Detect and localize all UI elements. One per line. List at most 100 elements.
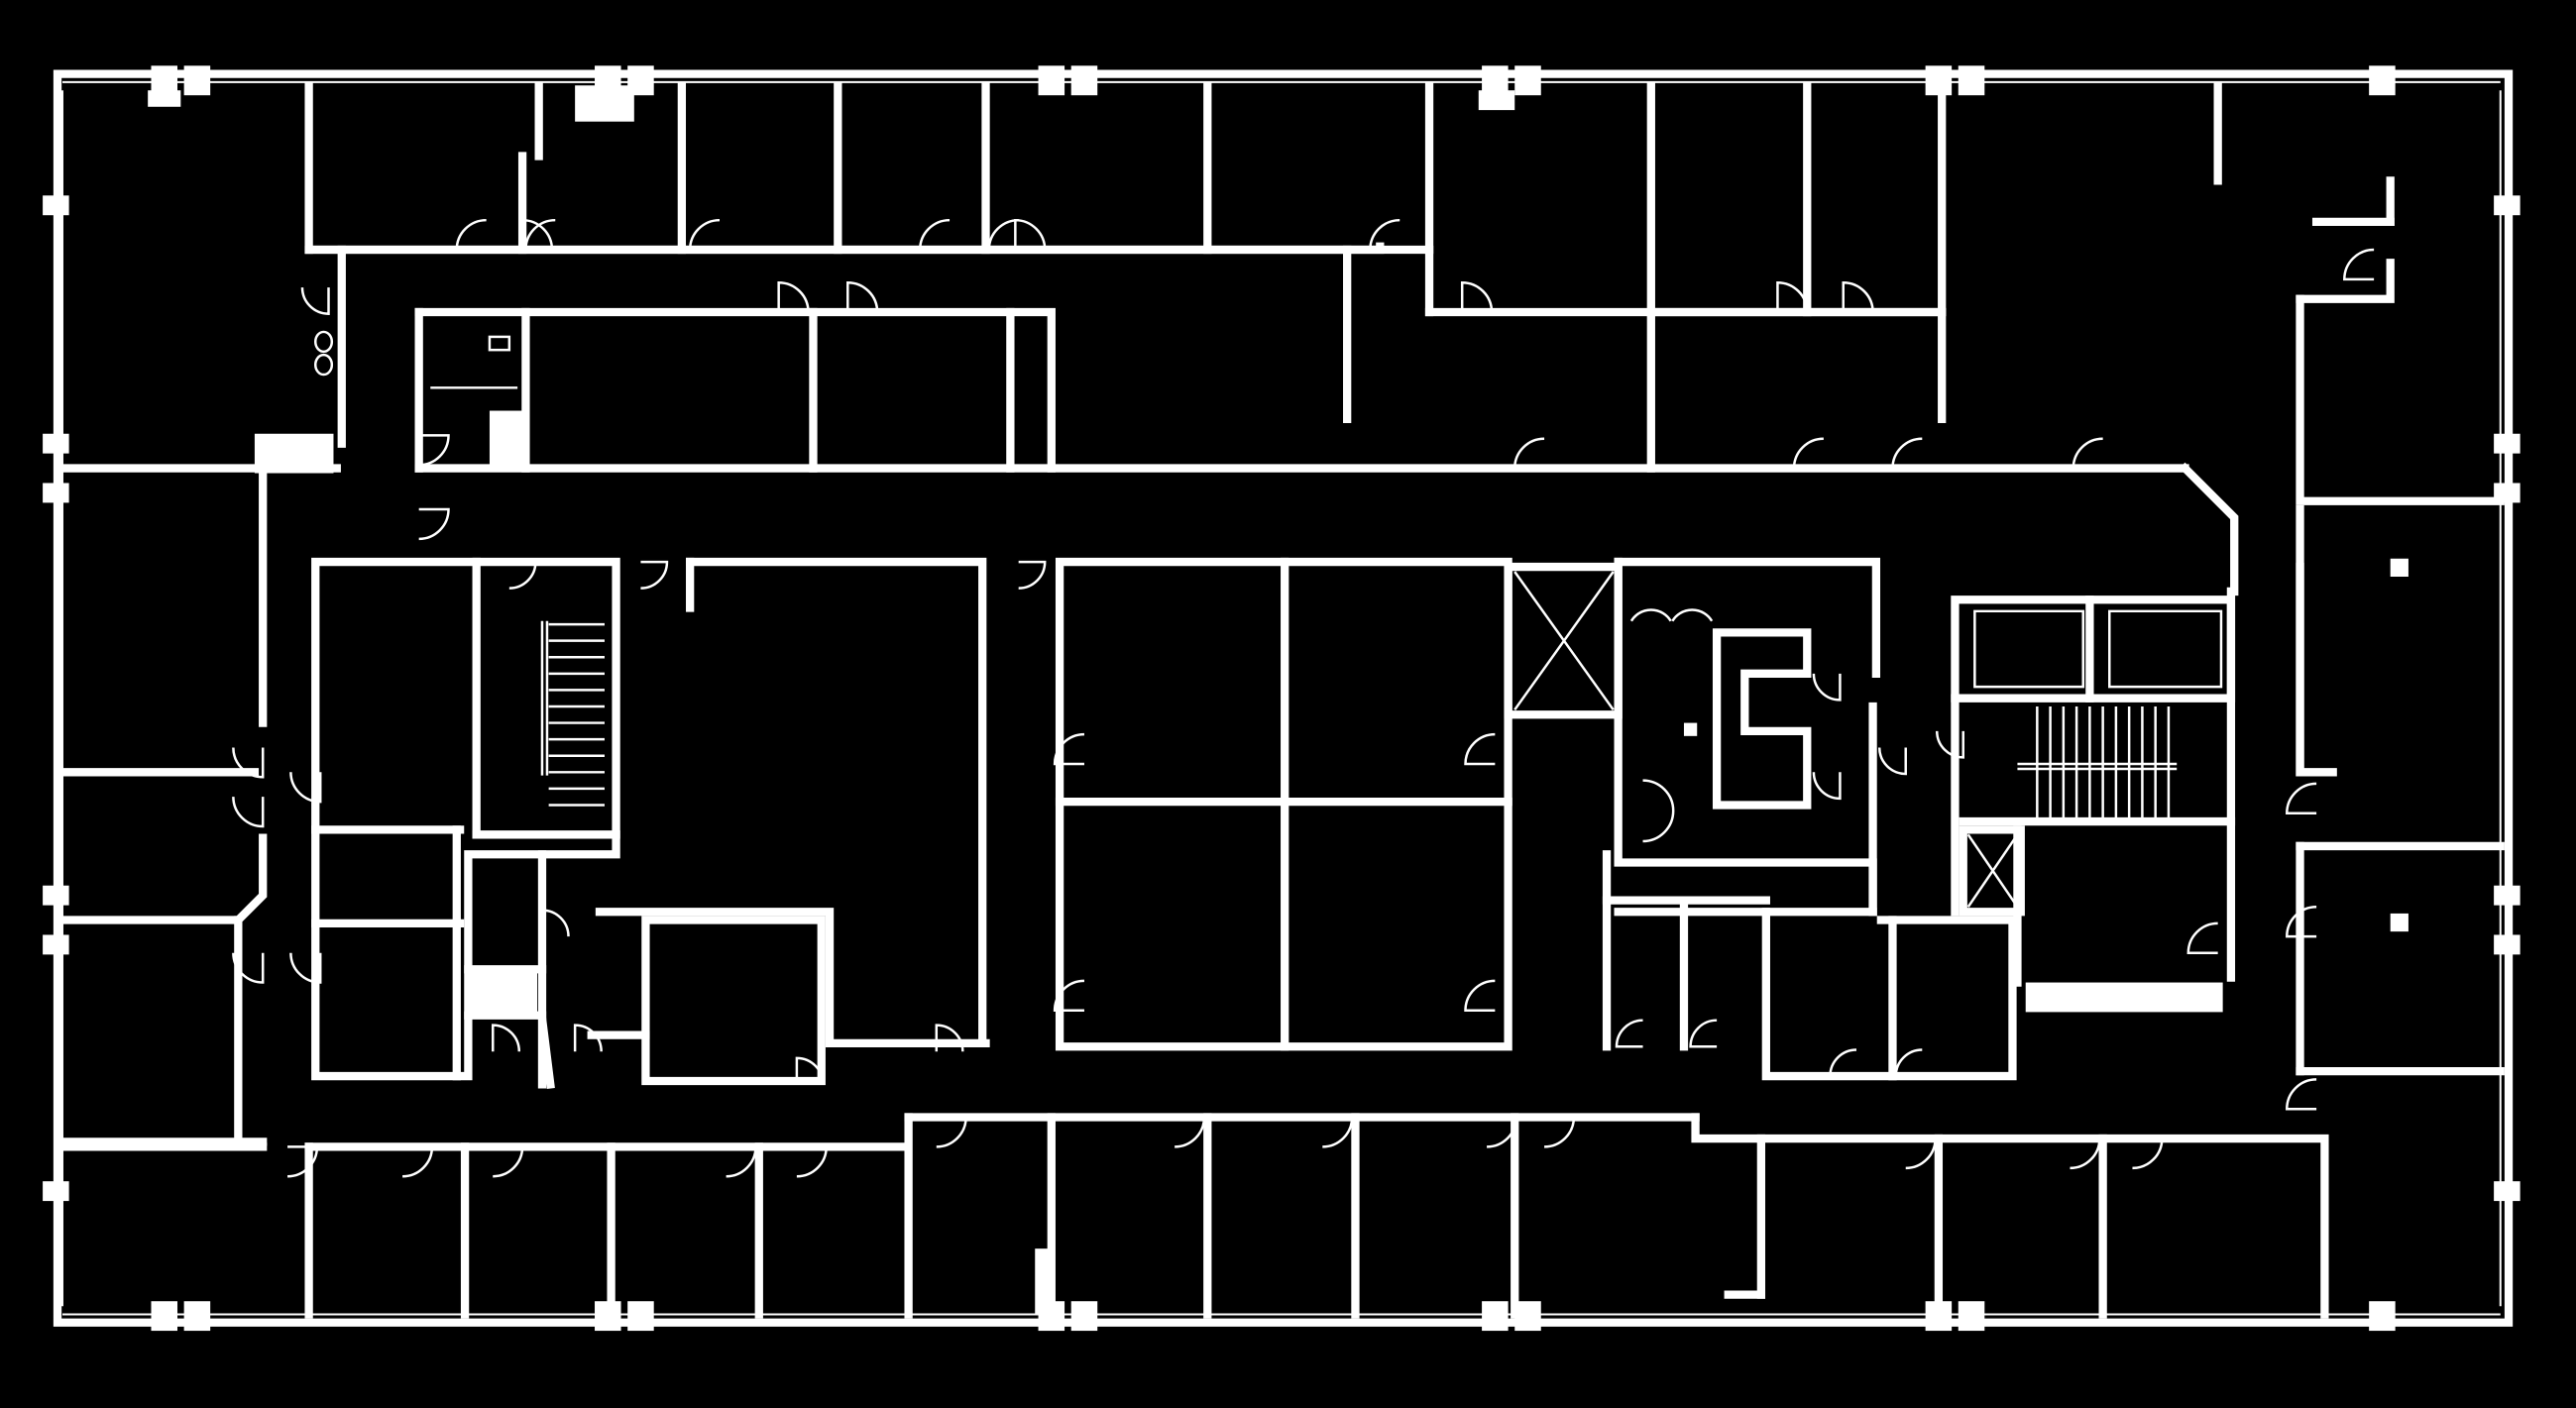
- column: [1478, 90, 1515, 111]
- column: [465, 972, 538, 1013]
- fixtures: [314, 330, 2223, 908]
- door-swing: [918, 218, 951, 252]
- structural-columns: [43, 65, 2520, 1332]
- door-swing: [1891, 437, 1923, 470]
- door-swing: [508, 560, 537, 590]
- wall: [595, 908, 990, 1048]
- door-swing: [777, 280, 810, 313]
- door-swing: [418, 507, 450, 541]
- door-swings: [232, 218, 2375, 1178]
- door-swing: [300, 287, 330, 315]
- walls: [53, 69, 2514, 1327]
- column: [1925, 1301, 1953, 1332]
- toilet-fixture: [1671, 608, 1714, 622]
- door-swing: [1776, 280, 1809, 313]
- wall: [1761, 908, 2017, 1081]
- door-swing: [540, 909, 570, 937]
- elevator-car: [1973, 609, 2084, 689]
- column: [151, 1301, 178, 1332]
- column: [2494, 934, 2520, 955]
- door-swing: [524, 218, 556, 252]
- column: [1035, 1248, 1049, 1315]
- column: [43, 1181, 69, 1202]
- wall: [2296, 294, 2505, 505]
- window-glazing: [60, 80, 2502, 1316]
- door-swing: [289, 952, 322, 984]
- door-swing: [1905, 1137, 1937, 1170]
- door-swing: [1894, 1048, 1923, 1078]
- column: [1070, 65, 1098, 96]
- column: [595, 1301, 621, 1332]
- column: [1038, 65, 1065, 96]
- door-swing: [1464, 979, 1496, 1012]
- column: [2494, 433, 2520, 454]
- door-swing: [493, 1145, 524, 1178]
- door-swing: [1544, 1116, 1576, 1148]
- column: [183, 65, 211, 96]
- door-swing: [796, 1145, 828, 1178]
- toilet-fixture: [1629, 608, 1672, 622]
- fixture-block: [1683, 722, 1698, 736]
- door-swing: [232, 952, 265, 984]
- wall: [1614, 557, 1877, 917]
- column: [627, 1301, 654, 1332]
- toilet-fixture: [314, 330, 334, 354]
- column: [1925, 65, 1953, 96]
- door-swing: [1487, 1116, 1518, 1148]
- door-swing: [795, 1056, 825, 1085]
- wall: [2296, 259, 2395, 303]
- column: [43, 195, 69, 216]
- column: [2369, 65, 2396, 96]
- door-swing: [1369, 218, 1400, 252]
- column: [2494, 885, 2520, 906]
- shaft-x: [1966, 833, 2019, 908]
- door-swing: [935, 1024, 964, 1052]
- door-swing: [455, 218, 487, 252]
- column: [1514, 65, 1541, 96]
- door-swing: [987, 218, 1019, 252]
- door-swing: [289, 772, 322, 804]
- column: [2494, 483, 2520, 503]
- column: [1070, 1301, 1098, 1332]
- sink-fixture: [488, 335, 511, 352]
- sink-fixture: [1642, 779, 1675, 843]
- door-swing: [688, 218, 721, 252]
- door-swing: [1018, 560, 1047, 590]
- door-swing: [2132, 1137, 2164, 1170]
- door-swing: [287, 1145, 319, 1178]
- door-swing: [418, 434, 450, 467]
- column: [254, 433, 334, 474]
- column: [2369, 1301, 2396, 1332]
- door-swing: [520, 218, 554, 251]
- column: [2494, 195, 2520, 216]
- column: [43, 934, 69, 955]
- door-swing: [573, 1024, 603, 1052]
- door-swing: [936, 1116, 967, 1148]
- wall: [1614, 557, 1881, 678]
- wall: [2296, 504, 2337, 777]
- wall: [311, 557, 620, 1081]
- column: [1514, 1301, 1541, 1332]
- door-swing: [1812, 673, 1842, 702]
- door-swing: [2186, 921, 2218, 954]
- door-swing: [1829, 1048, 1857, 1078]
- door-swing: [1877, 747, 1907, 776]
- column: [2390, 558, 2408, 577]
- door-swing: [2286, 782, 2317, 815]
- door-swing: [1175, 1116, 1206, 1148]
- door-swing: [2343, 248, 2375, 281]
- wall: [1055, 557, 1512, 1051]
- column: [2494, 1181, 2520, 1202]
- wall: [1691, 1113, 2329, 1319]
- column: [43, 885, 69, 906]
- door-swing: [726, 1145, 757, 1178]
- door-swing: [1842, 280, 1874, 313]
- wall: [414, 307, 1056, 473]
- column: [575, 85, 634, 122]
- door-swing: [2286, 906, 2317, 938]
- door-swing: [1792, 437, 1824, 470]
- door-swing: [1464, 732, 1496, 766]
- door-swing: [846, 280, 879, 313]
- wall: [641, 916, 826, 1086]
- column: [1482, 1301, 1509, 1332]
